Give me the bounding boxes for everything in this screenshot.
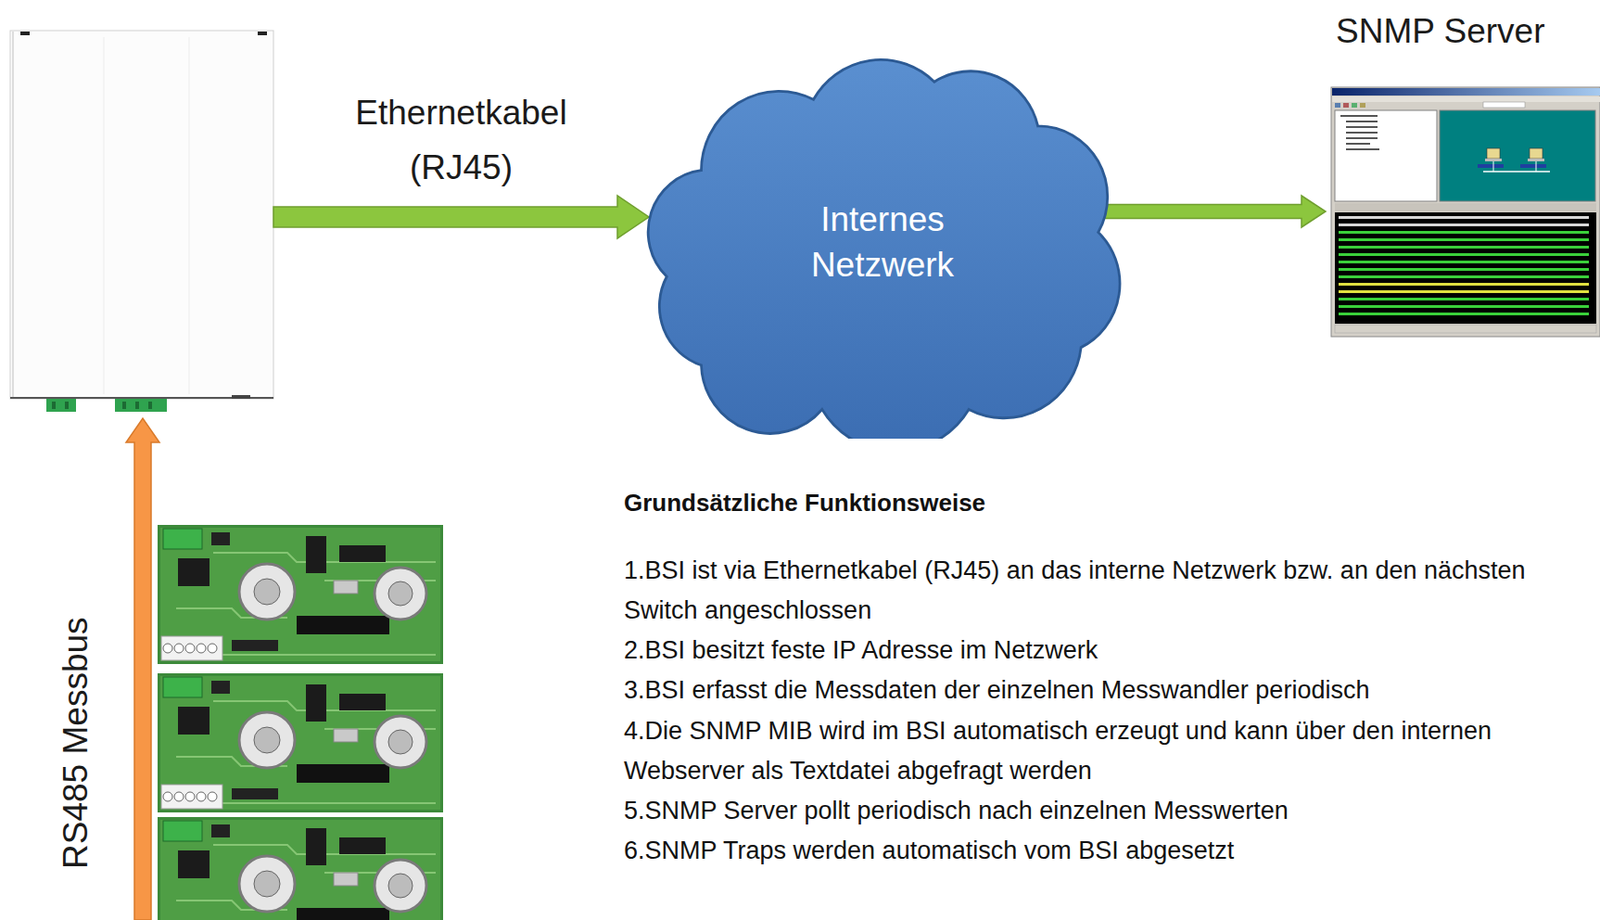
cloud-outline — [632, 46, 1133, 439]
sensor-board — [157, 524, 444, 664]
block-arrow — [126, 418, 160, 920]
text-block: Grundsätzliche Funktionsweise 1.BSI ist v… — [623, 487, 1593, 871]
sensor-board — [157, 673, 444, 813]
sensor-boards — [157, 524, 444, 920]
map-panel — [1439, 110, 1596, 202]
computer-icon — [1529, 148, 1543, 159]
list-item: 3.BSI erfasst die Messdaten der einzelne… — [623, 670, 1593, 711]
bsi-device — [10, 30, 274, 419]
list-item: 5.SNMP Server pollt periodisch nach einz… — [623, 790, 1593, 831]
title-bar — [1332, 88, 1600, 96]
housing-body — [10, 30, 274, 399]
list-item: 4.Die SNMP MIB wird im BSI automatisch e… — [623, 711, 1593, 791]
terminal-block — [46, 398, 77, 412]
edge-label: RS485 Messbus — [55, 617, 97, 869]
node-label: SNMP Server — [1335, 9, 1546, 54]
housing-seam — [103, 37, 105, 394]
log-panel — [1334, 212, 1597, 324]
heading: Grundsätzliche Funktionsweise — [623, 487, 1593, 520]
housing-mark — [257, 31, 267, 36]
tree-panel — [1334, 110, 1437, 202]
edge-label: Ethernetkabel (RJ45) — [308, 85, 615, 195]
sensor-board-stack — [129, 524, 444, 920]
bsi-device-housing — [10, 30, 274, 412]
cloud-shape — [647, 59, 1120, 439]
window-frame — [1331, 87, 1600, 337]
housing-edge — [12, 31, 14, 398]
block-arrow — [273, 195, 649, 239]
housing-mark — [231, 394, 251, 399]
snmp-screenshot — [1331, 87, 1600, 337]
node-label: Internes Netzwerk — [761, 197, 1004, 287]
network-cloud: Internes Netzwerk — [632, 46, 1133, 439]
list-item: 6.SNMP Traps werden automatisch vom BSI … — [623, 830, 1593, 871]
computer-icon — [1486, 148, 1500, 159]
housing-seam — [189, 37, 191, 394]
housing-mark — [20, 31, 30, 36]
terminal-block — [114, 398, 167, 412]
list-item: 2.BSI besitzt feste IP Adresse im Netzwe… — [623, 630, 1593, 671]
snmp-server: SNMP Server — [1325, 9, 1600, 337]
sensor-board — [157, 816, 444, 920]
list-item: 1.BSI ist via Ethernetkabel (RJ45) an da… — [623, 550, 1593, 631]
block-arrow — [1104, 195, 1326, 228]
